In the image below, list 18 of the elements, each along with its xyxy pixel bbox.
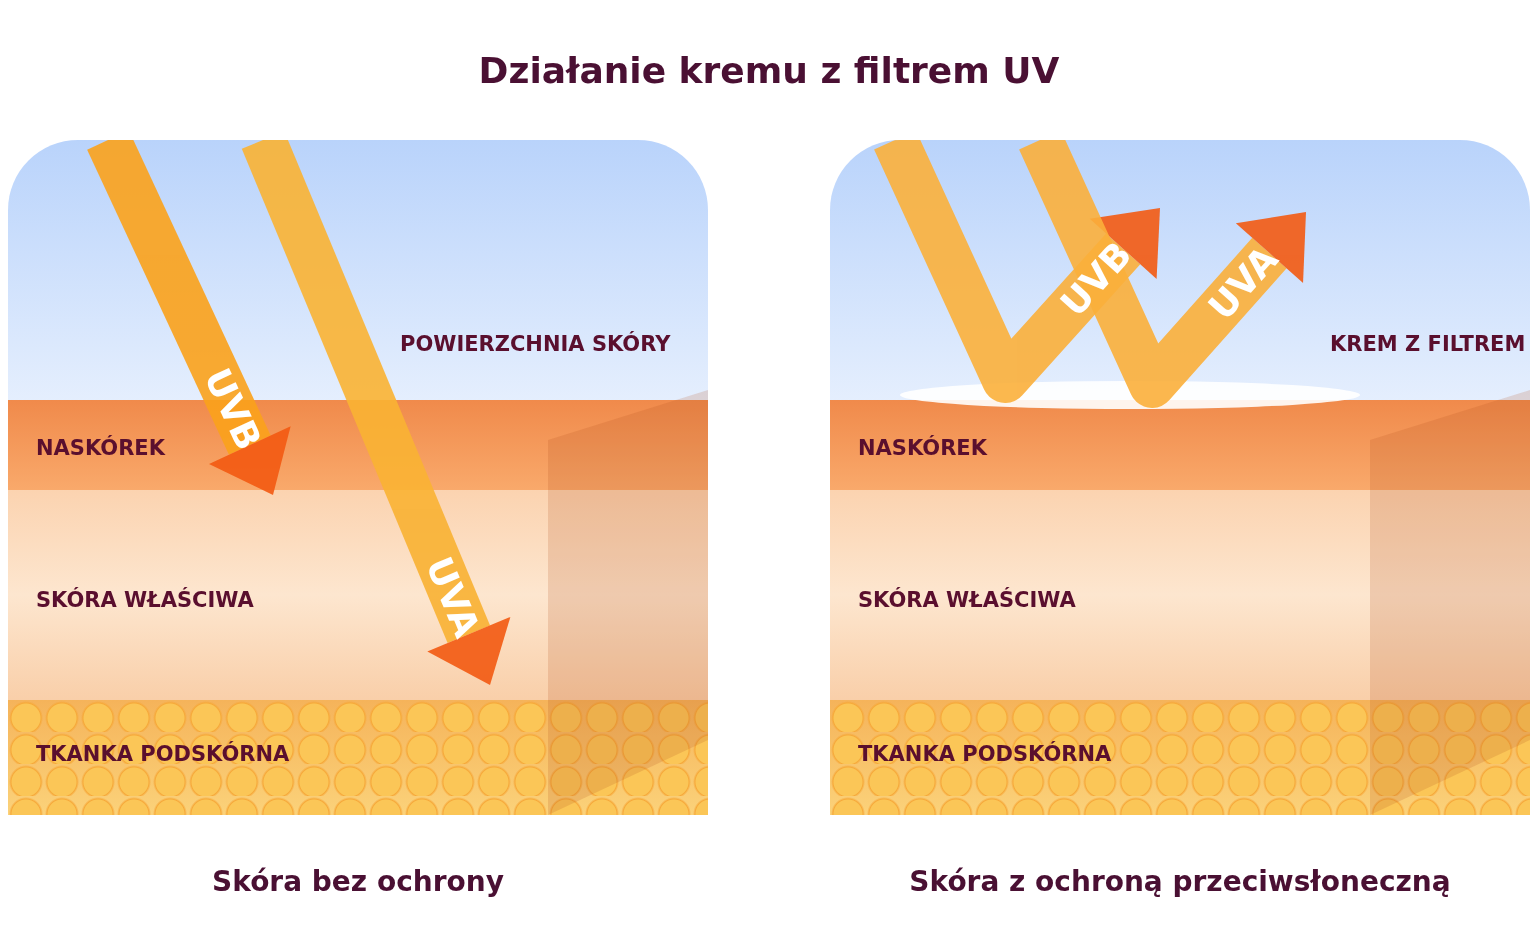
skin-layer-band bbox=[830, 400, 1530, 490]
layer-label: NASKÓREK bbox=[858, 436, 987, 460]
panel-caption: Skóra bez ochrony bbox=[211, 865, 505, 898]
diagram-title: Działanie kremu z filtrem UV bbox=[477, 50, 1061, 91]
skin-layer-band bbox=[8, 700, 708, 815]
surface-label: POWIERZCHNIA SKÓRY bbox=[400, 332, 671, 356]
layer-label: SKÓRA WŁAŚCIWA bbox=[36, 588, 254, 612]
layer-label: NASKÓREK bbox=[36, 436, 165, 460]
skin-layer-band bbox=[8, 490, 708, 700]
panel-caption: Skóra z ochroną przeciwsłoneczną bbox=[908, 865, 1452, 898]
layer-label: SKÓRA WŁAŚCIWA bbox=[858, 588, 1076, 612]
ray-label: UVB bbox=[196, 361, 270, 456]
surface-label: KREM Z FILTREM bbox=[1330, 332, 1526, 356]
layer-label: TKANKA PODSKÓRNA bbox=[36, 742, 290, 766]
skin-layer-band bbox=[830, 490, 1530, 700]
ray-label: UVA bbox=[418, 551, 489, 644]
skin-layer-band bbox=[830, 700, 1530, 815]
layer-label: TKANKA PODSKÓRNA bbox=[858, 742, 1112, 766]
